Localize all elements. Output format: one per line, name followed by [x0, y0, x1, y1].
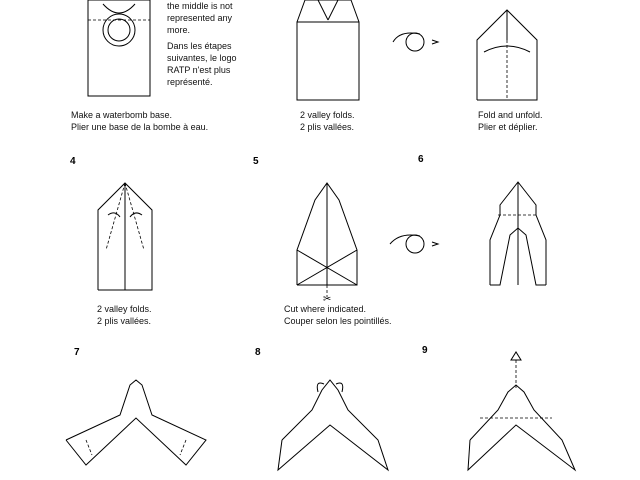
caption-en: Cut where indicated.: [284, 304, 367, 314]
step9-number: 9: [422, 345, 428, 356]
turn-over-icon: [389, 234, 440, 254]
step4-diagram: [97, 182, 153, 291]
step7-diagram: [65, 379, 207, 466]
step5-number: 5: [253, 156, 259, 167]
caption-fr: Plier une base de la bombe à eau.: [71, 122, 209, 132]
step1-note-en: the middle is not represented any more.: [167, 0, 233, 36]
step1-caption: Make a waterbomb base. Plier une base de…: [71, 109, 208, 133]
caption-en: Fold and unfold.: [478, 110, 543, 120]
caption-fr: Couper selon les pointillés.: [284, 316, 392, 326]
step4-caption: 2 valley folds. 2 plis vallées.: [97, 303, 152, 327]
note-line: Dans les étapes: [167, 41, 232, 51]
caption-fr: Plier et déplier.: [478, 122, 538, 132]
step1-diagram: [87, 0, 151, 97]
note-line: represented any: [167, 13, 233, 23]
step2-diagram: [296, 0, 360, 101]
step9-diagram: [467, 351, 577, 472]
note-line: représenté.: [167, 77, 213, 87]
caption-fr: 2 plis vallées.: [97, 316, 152, 326]
note-line: RATP n'est plus: [167, 65, 231, 75]
caption-en: Make a waterbomb base.: [71, 110, 173, 120]
scissors-icon: ✂: [323, 294, 331, 305]
step3-diagram: [476, 9, 538, 101]
step5-diagram: ✂: [296, 182, 358, 305]
step7-number: 7: [74, 347, 80, 358]
caption-en: 2 valley folds.: [97, 304, 152, 314]
step4-number: 4: [70, 156, 76, 167]
caption-fr: 2 plis vallées.: [300, 122, 355, 132]
note-line: the middle is not: [167, 1, 233, 11]
step5-caption: Cut where indicated. Couper selon les po…: [284, 303, 392, 327]
step6-number: 6: [418, 154, 424, 165]
turn-over-icon: [392, 32, 440, 52]
step8-diagram: [277, 379, 389, 472]
step3-caption: Fold and unfold. Plier et déplier.: [478, 109, 543, 133]
step8-number: 8: [255, 347, 261, 358]
step1-note-fr: Dans les étapes suivantes, le logo RATP …: [167, 40, 237, 88]
step6-diagram: [489, 181, 547, 286]
step2-caption: 2 valley folds. 2 plis vallées.: [300, 109, 355, 133]
note-line: more.: [167, 25, 191, 35]
caption-en: 2 valley folds.: [300, 110, 355, 120]
note-line: suivantes, le logo: [167, 53, 237, 63]
